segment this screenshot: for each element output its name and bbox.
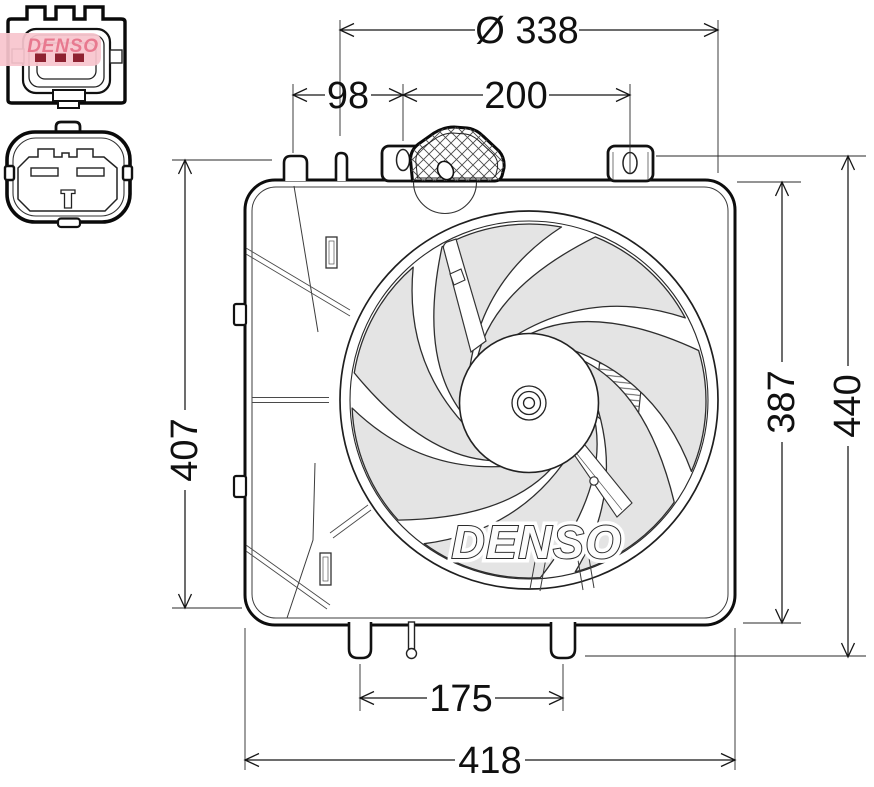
bottom-foot-left	[347, 622, 373, 660]
fan-hub	[458, 332, 600, 474]
shroud-side-clips	[232, 302, 248, 499]
shroud-molding-line	[293, 185, 319, 333]
motor-boss-arc	[412, 181, 478, 215]
dim-shroud-height: 387	[761, 370, 803, 433]
dim-foot-pitch: 175	[429, 678, 492, 720]
denso-logo: DENSO	[0, 33, 101, 66]
shroud-top-features	[282, 125, 655, 215]
mount-bracket-right	[606, 144, 655, 183]
strut-rivet	[589, 476, 599, 486]
connector-3pin-front-view: DENSO	[0, 5, 127, 109]
motor-connector	[408, 125, 506, 183]
dim-fan-diameter: Ø 338	[475, 10, 579, 52]
denso-logo-text: DENSO	[27, 36, 99, 57]
bottom-foot-right	[549, 622, 577, 660]
connector-2pin-front-view	[3, 120, 134, 229]
pin-square	[55, 53, 66, 62]
denso-watermark-halo: DENSO	[451, 516, 622, 568]
dim-top-pitch-right: 200	[484, 75, 547, 117]
fan-ring	[339, 210, 719, 590]
shroud-slot-upper	[325, 236, 338, 269]
pin-square	[35, 53, 46, 62]
fan-blades	[351, 223, 707, 579]
terminal-slot	[76, 167, 105, 177]
drain-pin	[407, 621, 416, 650]
dim-top-pitch-left: 98	[327, 75, 369, 117]
denso-fan-watermark: DENSO DENSO	[447, 512, 626, 573]
shroud-slot-lower	[319, 552, 332, 586]
top-tab-left	[282, 154, 309, 181]
dim-overall-width: 418	[458, 740, 521, 782]
dimension-lines: Ø 338 98 200 407 387 440 175 418	[164, 10, 869, 782]
dim-overall-height: 440	[827, 374, 869, 437]
dim-left-height: 407	[164, 418, 206, 481]
pin-square	[73, 53, 84, 62]
terminal-slot	[30, 167, 59, 177]
shroud-bottom-features	[347, 621, 577, 660]
key-pin	[60, 189, 76, 209]
top-tab-narrow	[334, 151, 349, 181]
denso-watermark-text: DENSO	[451, 516, 622, 568]
